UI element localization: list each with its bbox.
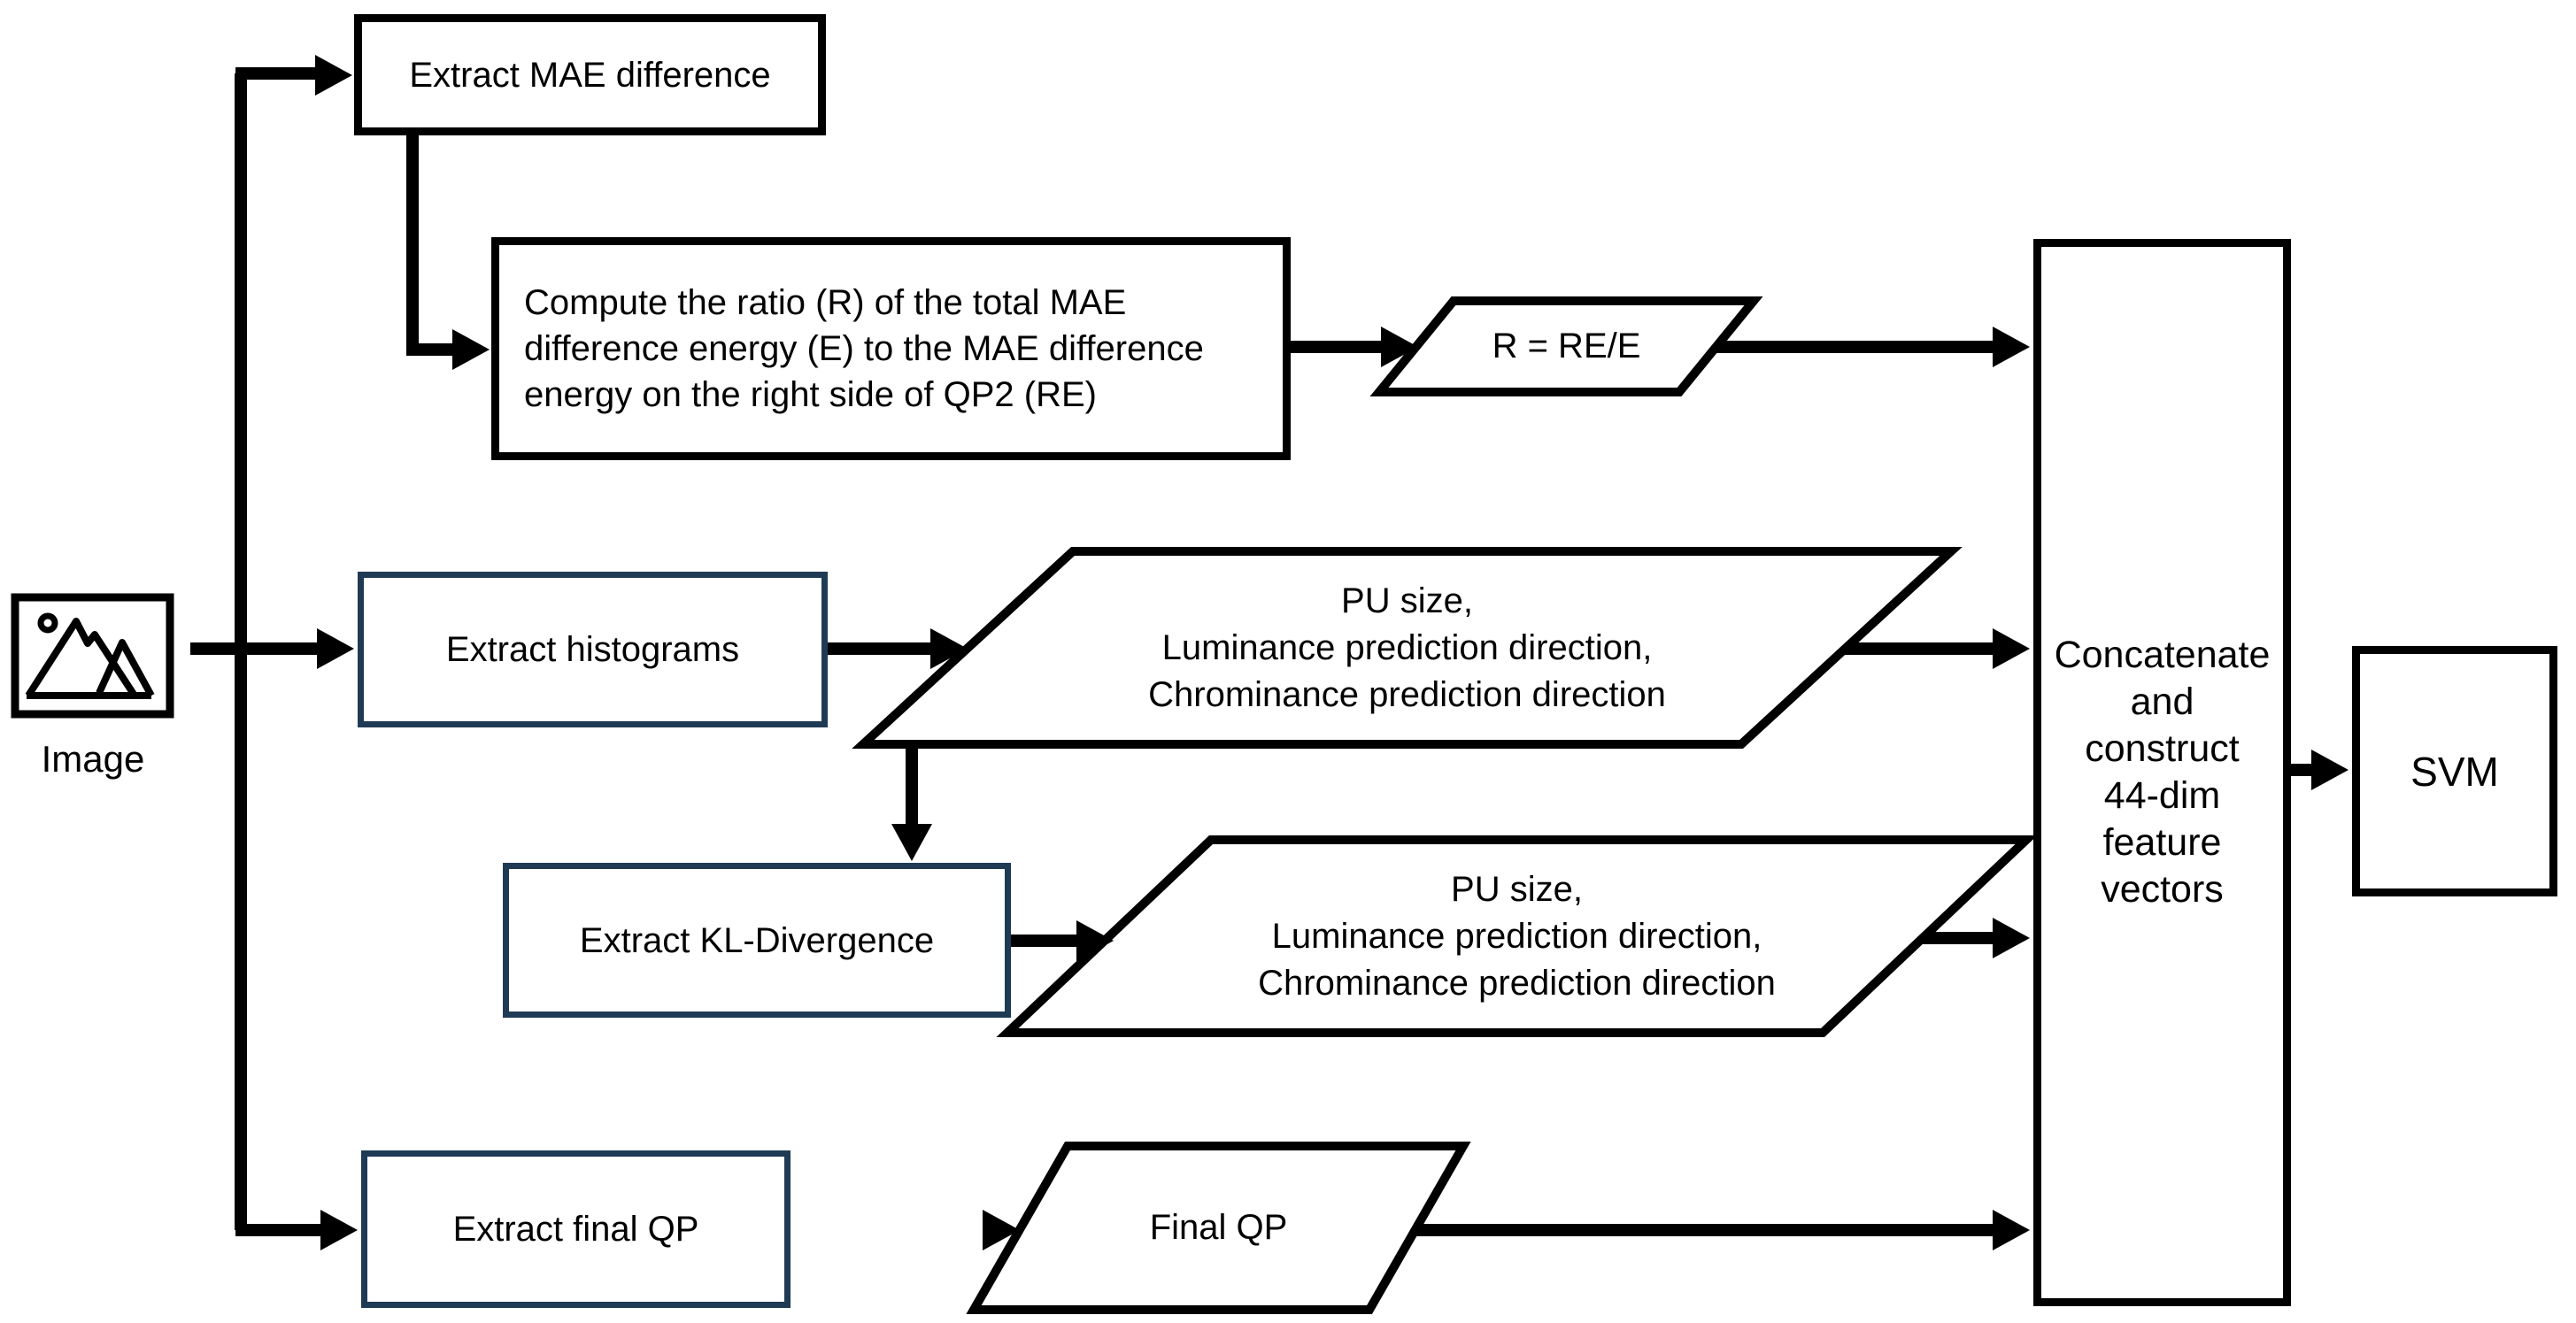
parallelogram-final-qp-output [966, 1142, 1471, 1314]
compute-ratio-line1: Compute the ratio (R) of the total MAE [524, 283, 1127, 322]
arrowhead-into-kl [891, 824, 932, 861]
concatenate-line6: vectors [2101, 868, 2224, 911]
node-extract-mae-difference: Extract MAE difference [354, 14, 826, 135]
histogram-output-line2: Luminance prediction direction, [1161, 627, 1653, 667]
extract-kl-label: Extract KL-Divergence [579, 920, 935, 960]
node-compute-ratio: Compute the ratio (R) of the total MAE d… [491, 237, 1291, 460]
arrowhead-into-ratio [1381, 327, 1418, 367]
ratio-output-text: R = RE/E [1379, 301, 1754, 392]
arrowhead-into-histfeatures [930, 628, 968, 669]
image-icon-sun [37, 612, 58, 634]
image-icon-frame [11, 593, 174, 719]
parallelogram-kl-output [996, 835, 2038, 1037]
extract-histograms-label: Extract histograms [445, 630, 740, 669]
image-icon-mountain-large [25, 618, 138, 698]
arrowhead-finalqp-into-concatenate [1993, 1210, 2030, 1250]
arrowhead-into-histograms [317, 628, 354, 669]
node-extract-histograms: Extract histograms [358, 572, 828, 727]
extract-final-qp-label: Extract final QP [452, 1210, 699, 1249]
concatenate-line4: 44-dim [2103, 774, 2221, 817]
concatenate-line3: construct [2085, 727, 2240, 770]
arrowhead-into-compute [452, 329, 490, 370]
histogram-output-line1: PU size, [1341, 581, 1473, 620]
picture-mountains-icon [11, 593, 174, 719]
arrowhead-into-klfeatures [1076, 920, 1114, 961]
arrowhead-into-final-qp [320, 1210, 358, 1250]
node-svm: SVM [2352, 646, 2557, 896]
kl-output-line2: Luminance prediction direction, [1271, 916, 1762, 956]
image-label-text: Image [41, 738, 145, 780]
kl-output-line3: Chrominance prediction direction [1258, 963, 1776, 1003]
kl-output-text: PU size, Luminance prediction direction,… [1007, 840, 2026, 1033]
parallelogram-ratio-output [1369, 296, 1763, 396]
histogram-output-text: PU size, Luminance prediction direction,… [863, 551, 1951, 744]
arrowhead-ratio-into-concatenate [1993, 327, 2030, 367]
image-label: Image [15, 738, 171, 781]
ratio-output-label: R = RE/E [1492, 327, 1641, 365]
concatenate-line1: Concatenate [2054, 634, 2271, 676]
compute-ratio-line3: energy on the right side of QP2 (RE) [524, 375, 1097, 414]
concatenate-line5: feature [2102, 821, 2222, 864]
concatenate-line2: and [2130, 681, 2194, 723]
svm-label: SVM [2410, 748, 2499, 795]
node-extract-kl-divergence: Extract KL-Divergence [503, 863, 1011, 1018]
arrowhead-into-mae [315, 55, 352, 96]
final-qp-output-label: Final QP [1149, 1208, 1288, 1247]
arrowhead-into-finalqp-output [983, 1210, 1020, 1250]
image-icon-mountain-small [96, 639, 155, 697]
node-extract-final-qp: Extract final QP [361, 1150, 791, 1308]
extract-mae-label: Extract MAE difference [409, 55, 771, 95]
arrowhead-histfeatures-into-concatenate [1993, 628, 2030, 669]
arrowhead-into-svm [2311, 750, 2348, 790]
arrowhead-klfeatures-into-concatenate [1993, 918, 2030, 958]
histogram-output-line3: Chrominance prediction direction [1148, 674, 1666, 714]
node-concatenate-features: Concatenate and construct 44-dim feature… [2033, 239, 2291, 1306]
compute-ratio-line2: difference energy (E) to the MAE differe… [524, 329, 1204, 368]
kl-output-line1: PU size, [1451, 869, 1583, 909]
final-qp-output-text: Final QP [974, 1146, 1463, 1310]
parallelogram-histogram-output [852, 547, 1963, 749]
